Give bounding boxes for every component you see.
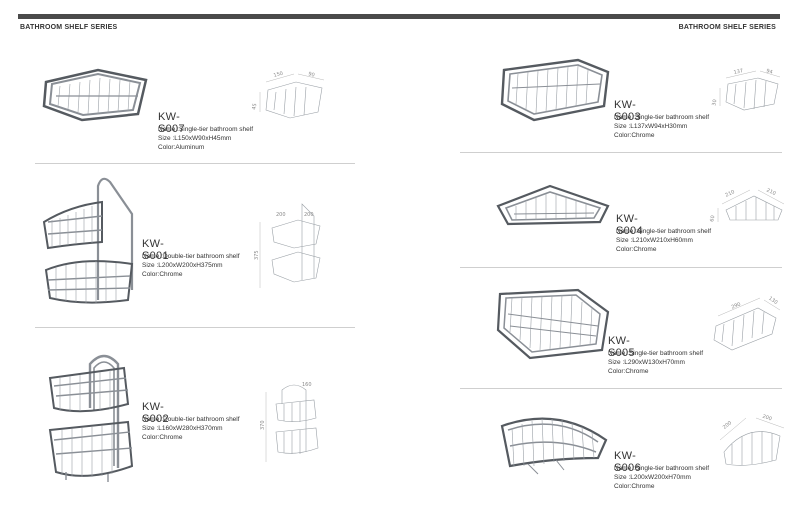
product-info: Name :Double-tier bathroom shelf Size :L… — [142, 252, 240, 279]
dim-length: 200 — [722, 420, 733, 431]
product-name: Name :Double-tier bathroom shelf — [142, 253, 240, 260]
dimension-sketch: 160 370 — [260, 382, 326, 464]
product-photo — [38, 62, 153, 124]
series-title-left: BATHROOM SHELF SERIES — [20, 24, 118, 31]
product-photo — [494, 56, 612, 124]
dim-height: 60 — [709, 215, 716, 222]
dim-length: 150 — [273, 71, 284, 79]
dimension-sketch: 137 94 30 — [711, 68, 786, 112]
product-size: Size :L137xW94xH30mm — [614, 123, 688, 130]
product-color: Color:Aluminum — [158, 144, 205, 151]
divider-right-3 — [460, 388, 782, 389]
dim-width: 210 — [765, 188, 776, 197]
product-color: Color:Chrome — [614, 483, 655, 490]
series-title-right: BATHROOM SHELF SERIES — [678, 24, 776, 31]
dimension-sketch: 210 210 60 — [709, 186, 786, 226]
product-size: Size :L200xW200xH70mm — [614, 474, 691, 481]
product-color: Color:Chrome — [142, 271, 183, 278]
product-photo — [494, 180, 612, 230]
product-info: Name :Single-tier bathroom shelf Size :L… — [608, 349, 703, 376]
product-code: KW-S003 — [614, 99, 641, 123]
dim-height: 30 — [711, 99, 718, 106]
divider-right-2 — [460, 267, 782, 268]
dim-length: 210 — [724, 189, 735, 198]
dim-width: 130 — [767, 296, 778, 306]
dim-height: 370 — [260, 420, 266, 430]
dim-width: 94 — [765, 68, 773, 75]
product-info: Name :Single-tier bathroom shelf Size :L… — [614, 113, 709, 140]
product-color: Color:Chrome — [614, 132, 655, 139]
dim-length: 160 — [302, 382, 312, 388]
product-code: KW-S005 — [608, 335, 635, 359]
product-color: Color:Chrome — [142, 434, 183, 441]
product-name: Name :Single-tier bathroom shelf — [614, 465, 710, 472]
product-code: KW-S007 — [158, 111, 185, 135]
product-photo — [40, 172, 140, 310]
product-info: Name :Single-tier bathroom shelf Size :L… — [616, 227, 711, 254]
product-info: Name :Double-tier bathroom shelf Size :L… — [142, 415, 240, 442]
divider-left-2 — [35, 327, 355, 328]
product-name: Name :Single-tier bathroom shelf — [158, 126, 254, 133]
divider-right-1 — [460, 152, 782, 153]
product-name: Name :Double-tier bathroom shelf — [142, 416, 240, 423]
product-photo — [494, 286, 612, 362]
dim-width: 90 — [307, 71, 315, 78]
product-name: Name :Single-tier bathroom shelf — [608, 350, 704, 357]
dim-width: 200 — [304, 212, 314, 218]
product-color: Color:Chrome — [608, 368, 649, 375]
dim-length: 290 — [731, 301, 742, 310]
dim-width: 200 — [761, 414, 772, 423]
dim-height: 375 — [254, 250, 260, 260]
dimension-sketch: 200 200 375 — [254, 200, 338, 290]
dimension-sketch: 200 200 — [716, 414, 786, 470]
product-size: Size :L150xW90xH45mm — [158, 135, 232, 142]
product-info: Name :Single-tier bathroom shelf Size :L… — [158, 125, 253, 152]
product-photo — [498, 406, 610, 478]
product-code: KW-S001 — [142, 238, 169, 262]
product-code: KW-S006 — [614, 450, 641, 474]
dim-height: 45 — [251, 103, 258, 110]
divider-left-1 — [35, 163, 355, 164]
product-name: Name :Single-tier bathroom shelf — [614, 114, 710, 121]
product-name: Name :Single-tier bathroom shelf — [616, 228, 712, 235]
product-color: Color:Chrome — [616, 246, 657, 253]
product-size: Size :L160xW280xH370mm — [142, 425, 223, 432]
header-bar — [18, 14, 780, 19]
product-code: KW-S002 — [142, 401, 169, 425]
dim-length: 200 — [276, 212, 286, 218]
product-size: Size :L200xW200xH375mm — [142, 262, 223, 269]
product-photo — [44, 348, 136, 486]
dimension-sketch: 290 130 — [706, 296, 782, 354]
product-size: Size :L290xW130xH70mm — [608, 359, 685, 366]
product-code: KW-S004 — [616, 213, 643, 237]
product-size: Size :L210xW210xH60mm — [616, 237, 693, 244]
dimension-sketch: 150 90 45 — [251, 71, 332, 122]
dim-length: 137 — [733, 68, 744, 76]
product-info: Name :Single-tier bathroom shelf Size :L… — [614, 464, 709, 491]
